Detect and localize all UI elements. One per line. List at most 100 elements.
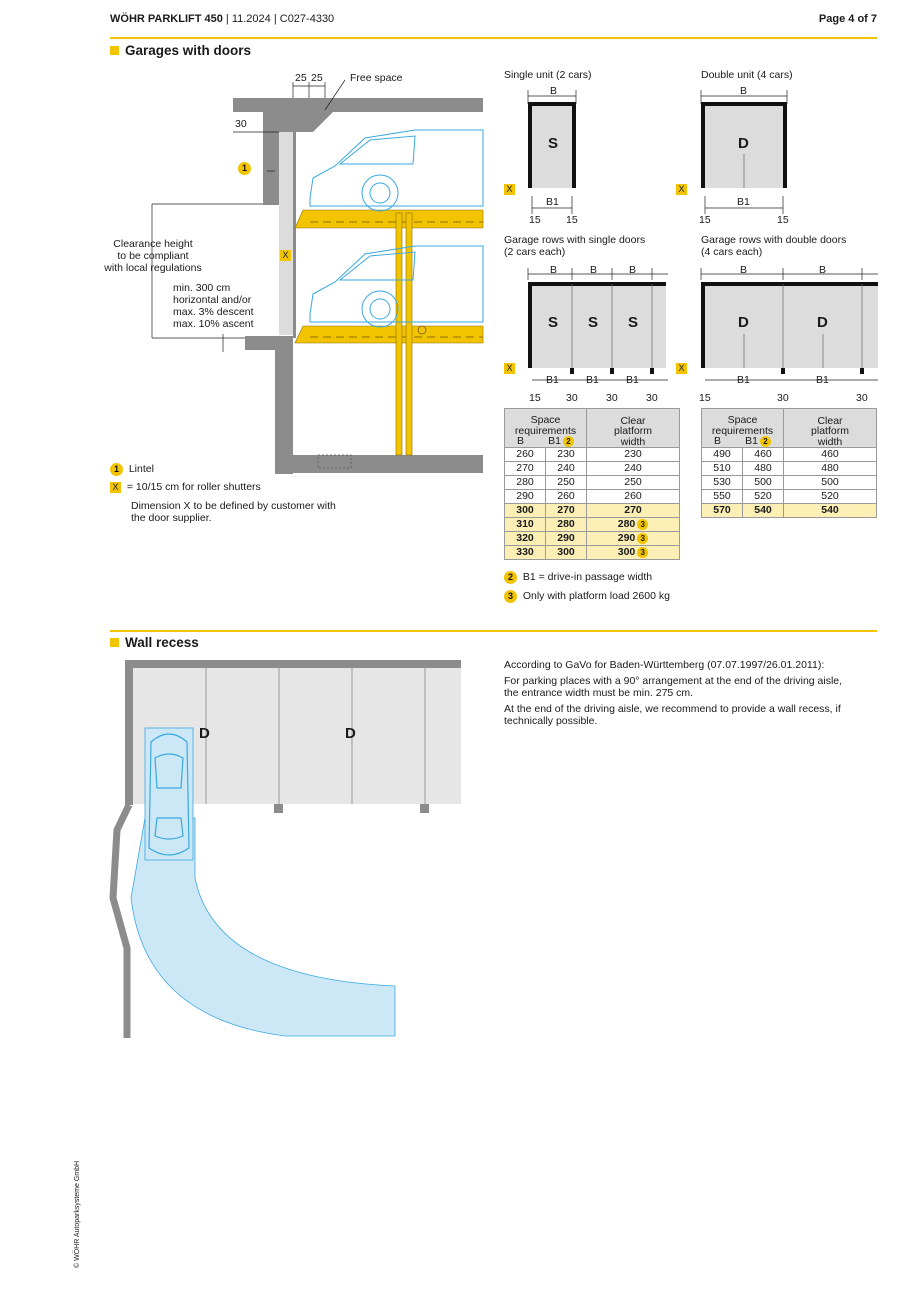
clearance-line: with local regulations <box>104 262 202 274</box>
note-3-text: Only with platform load 2600 kg <box>522 590 670 602</box>
header-b1: B1 <box>745 435 758 447</box>
dim-b: B <box>740 264 748 276</box>
min-line: min. 300 cm <box>173 282 231 294</box>
plan-drawings <box>527 90 878 381</box>
note-3-icon: 3 <box>637 547 649 558</box>
table-cell-b1: 280 <box>545 517 587 532</box>
dim-b1: B1 <box>626 374 639 386</box>
dim-30: 30 <box>856 392 868 404</box>
clearance-line: Clearance height <box>113 238 193 250</box>
dim-b1: B1 <box>737 374 750 386</box>
dim-b1: B1 <box>586 374 599 386</box>
callout-1-icon: 1 <box>110 463 123 476</box>
title-line: Garage rows with double doors <box>701 234 847 246</box>
legend-lintel: 1 Lintel <box>110 463 154 476</box>
page-number: Page 4 of 7 <box>818 13 877 25</box>
table-cell-b1: 540 <box>742 503 784 518</box>
header-line: requirements <box>711 424 774 437</box>
section-title-wall-recess: Wall recess <box>110 635 199 650</box>
lintel-label: Lintel <box>128 463 154 475</box>
section-title-text: Garages with doors <box>125 43 252 58</box>
x-note-line: the door supplier. <box>131 512 212 524</box>
single-door-s: S <box>588 314 599 331</box>
header-b: B <box>517 435 525 447</box>
dim-30: 30 <box>646 392 658 404</box>
rows-single-title: Garage rows with single doors(2 cars eac… <box>504 234 645 258</box>
single-door-s: S <box>628 314 639 331</box>
table-cell-b: 570 <box>701 503 743 518</box>
table-cell-b: 530 <box>701 475 743 490</box>
table-cell-b: 330 <box>504 545 546 560</box>
table-cell-b: 300 <box>504 503 546 518</box>
dim-b1: B1 <box>546 374 559 386</box>
dim-b1: B1 <box>546 196 559 208</box>
header-line: Clear <box>620 414 646 427</box>
table-cell-b1: 240 <box>545 461 587 476</box>
min-height-note: min. 300 cm horizontal and/or max. 3% de… <box>173 282 254 330</box>
table-cell-b: 490 <box>701 447 743 462</box>
min-line: max. 3% descent <box>173 306 254 318</box>
x-mark-icon: X <box>504 184 515 195</box>
brand-name: WÖHR PARKLIFT 450 <box>110 13 223 25</box>
wall-recess-drawing <box>109 660 461 1038</box>
dim-30: 30 <box>566 392 578 404</box>
table-cell-w: 250 <box>586 475 680 490</box>
header-title: WÖHR PARKLIFT 450 | 11.2024 | C027-4330 <box>110 13 334 25</box>
title-line: Garage rows with single doors <box>504 234 646 246</box>
header-line: platform <box>614 425 652 437</box>
single-door-s: S <box>548 314 559 331</box>
table-cell-b: 270 <box>504 461 546 476</box>
double-unit-title: Double unit (4 cars) <box>701 69 793 81</box>
gavo-note: According to GaVo for Baden-Württemberg … <box>504 659 842 727</box>
table-cell-b: 260 <box>504 447 546 462</box>
table-cell-b1: 230 <box>545 447 587 462</box>
x-note: Dimension X to be defined by customer wi… <box>131 500 336 524</box>
table-cell-b1: 290 <box>545 531 587 546</box>
note-3-icon: 3 <box>637 533 649 544</box>
dim-30: 30 <box>235 118 247 130</box>
note-3: 3 Only with platform load 2600 kg <box>504 590 670 603</box>
paragraph-line: According to GaVo for Baden-Württemberg … <box>504 659 825 671</box>
header-line: width <box>620 435 646 448</box>
title-line: (4 cars each) <box>701 246 763 258</box>
min-line: horizontal and/or <box>173 294 252 306</box>
table-cell-w: 480 <box>783 461 877 476</box>
table-cell-b1: 500 <box>742 475 784 490</box>
double-door-d: D <box>199 725 210 742</box>
header-line: platform <box>811 425 849 437</box>
header-line: Clear <box>817 414 843 427</box>
x-mark-icon: X <box>280 250 291 261</box>
rows-double-title: Garage rows with double doors(4 cars eac… <box>701 234 846 258</box>
header-line: Space <box>530 414 561 426</box>
dim-b1: B1 <box>737 196 750 208</box>
dim-15: 15 <box>566 214 578 226</box>
single-unit-title: Single unit (2 cars) <box>504 69 592 81</box>
paragraph-line: the entrance width must be min. 275 cm. <box>504 687 694 699</box>
double-door-d: D <box>738 135 749 152</box>
free-space-label: Free space <box>350 72 403 84</box>
dim-b: B <box>550 85 558 97</box>
table-cell-b: 310 <box>504 517 546 532</box>
dim-15: 15 <box>529 392 541 404</box>
dim-15: 15 <box>699 214 711 226</box>
x-definition: = 10/15 cm for roller shutters <box>126 481 261 493</box>
dim-15: 15 <box>777 214 789 226</box>
x-mark-icon: X <box>110 482 121 493</box>
table-cell-w: 240 <box>586 461 680 476</box>
callout-1-icon: 1 <box>238 162 251 175</box>
note-2-icon: 2 <box>759 436 771 447</box>
note-2-text: B1 = drive-in passage width <box>522 571 653 583</box>
section-rule <box>110 630 877 632</box>
table-cell-w: 230 <box>586 447 680 462</box>
copyright: © WÖHR Autoparksysteme GmbH <box>74 1160 81 1268</box>
paragraph-line: For parking places with a 90° arrangemen… <box>504 675 843 687</box>
legend-x: X = 10/15 cm for roller shutters <box>110 481 261 493</box>
